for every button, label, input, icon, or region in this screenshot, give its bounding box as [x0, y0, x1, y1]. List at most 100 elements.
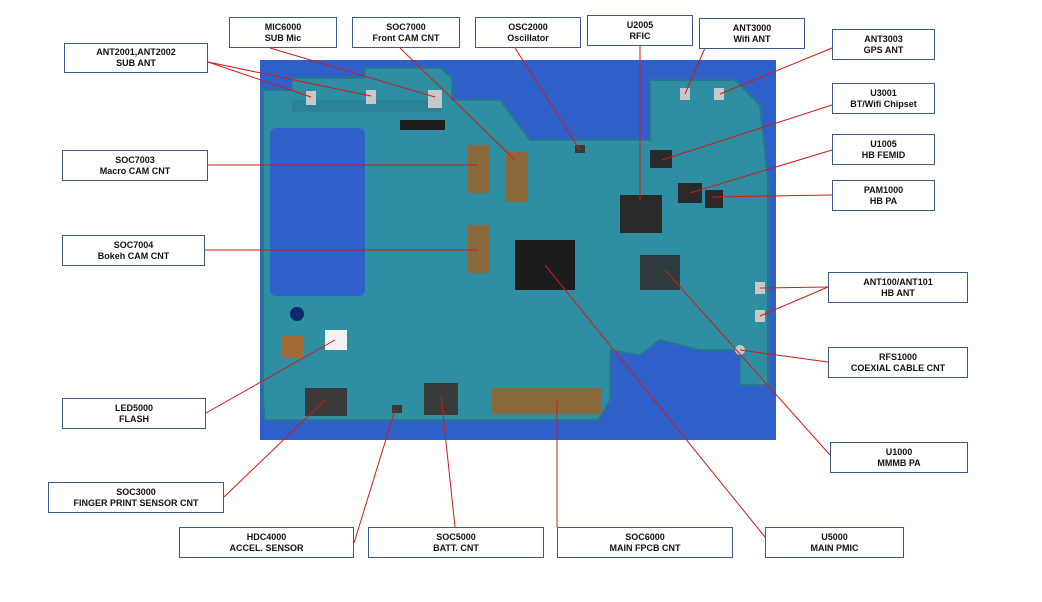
label-u5000: U5000 MAIN PMIC	[765, 527, 904, 558]
label-code: RFS1000	[878, 351, 918, 362]
label-desc: SUB ANT	[116, 58, 156, 68]
leader-flash	[205, 339, 336, 414]
label-code: SOC7004	[113, 239, 154, 250]
label-desc: GPS ANT	[863, 44, 904, 55]
leader-battery	[440, 394, 456, 528]
label-code: U2005	[626, 19, 654, 30]
leader-fingerprint	[223, 399, 326, 498]
front-cam-connector	[506, 152, 528, 202]
label-u3001: U3001 BT/Wifi Chipset	[832, 83, 935, 114]
label-desc: Bokeh CAM CNT	[97, 250, 170, 261]
leader-hbpa	[711, 194, 833, 198]
label-soc7000: SOC7000 Front CAM CNT	[352, 17, 460, 48]
ant-contact-2	[366, 90, 376, 104]
label-desc: BT/Wifi Chipset	[850, 98, 917, 109]
label-u1000: U1000 MMMB PA	[830, 442, 968, 473]
board-label-strip	[400, 120, 445, 130]
mmmbpa-chip	[640, 255, 680, 290]
wifi-chip	[650, 150, 672, 168]
label-desc: BATT. CNT	[433, 542, 479, 553]
label-code: SOC6000	[625, 531, 665, 542]
label-led5000: LED5000 FLASH	[62, 398, 206, 429]
label-ant3000: ANT3000 Wifi ANT	[699, 18, 805, 49]
hbpa-chip	[705, 190, 723, 208]
label-ant2001: ANT2001,ANT2002 SUB ANT	[64, 43, 208, 73]
label-desc: ACCEL. SENSOR	[229, 542, 304, 553]
flash-led	[325, 330, 347, 350]
leader-lines	[205, 45, 833, 544]
label-soc7004: SOC7004 Bokeh CAM CNT	[62, 235, 205, 266]
label-code: OSC2000	[508, 21, 548, 32]
leader-pmic	[544, 264, 766, 538]
label-desc: Oscillator	[507, 32, 549, 43]
label-code: ANT3000	[732, 22, 772, 33]
leader-mmmb-pa	[664, 269, 831, 456]
label-code: U1000	[885, 446, 913, 457]
label-code: SOC7000	[386, 21, 426, 32]
label-pam1000: PAM1000 HB PA	[832, 180, 935, 211]
fpcb-connector	[492, 388, 602, 414]
label-desc: MMMB PA	[877, 457, 921, 468]
label-u1005: U1005 HB FEMID	[832, 134, 935, 165]
label-code: ANT100/ANT101	[863, 276, 933, 287]
label-code: U1005	[870, 138, 897, 149]
label-desc: FINGER PRINT SENSOR CNT	[73, 497, 199, 508]
label-ant3003: ANT3003 GPS ANT	[832, 29, 935, 60]
leader-sub-ant-2	[207, 61, 372, 97]
label-code: HDC4000	[246, 531, 287, 542]
label-mic6000: MIC6000 SUB Mic	[229, 17, 337, 48]
label-desc: MAIN PMIC	[810, 542, 859, 553]
label-desc: HB FEMID	[861, 149, 906, 160]
label-desc: COEXIAL CABLE CNT	[850, 362, 946, 373]
label-osc2000: OSC2000 Oscillator	[475, 17, 581, 48]
leader-oscillator	[514, 47, 581, 151]
rfic-chip	[620, 195, 662, 233]
pcb-top-strip	[292, 100, 442, 112]
label-soc6000: SOC6000 MAIN FPCB CNT	[557, 527, 733, 558]
label-code: LED5000	[114, 402, 154, 413]
label-code: SOC7003	[115, 154, 155, 165]
macro-cam-connector	[468, 145, 490, 193]
leader-gps-ant	[719, 47, 833, 95]
label-desc: SUB Mic	[264, 32, 302, 43]
label-code: U5000	[821, 531, 848, 542]
label-ant100: ANT100/ANT101 HB ANT	[828, 272, 968, 303]
leader-wifi-chip	[661, 104, 833, 161]
fingerprint-connector	[305, 388, 347, 416]
label-desc: FLASH	[119, 413, 149, 424]
label-desc: RFIC	[629, 30, 651, 41]
leader-hb-ant-2	[759, 286, 829, 317]
bokeh-cam-connector	[468, 225, 490, 273]
label-code: ANT3003	[864, 33, 903, 44]
oscillator-chip	[575, 145, 585, 153]
label-hdc4000: HDC4000 ACCEL. SENSOR	[179, 527, 354, 558]
mount-hole	[290, 307, 304, 321]
label-code: SOC3000	[116, 486, 156, 497]
leader-wifi-ant	[684, 47, 706, 95]
label-u2005: U2005 RFIC	[587, 15, 693, 46]
leader-femid	[689, 149, 833, 194]
accel-sensor-chip	[392, 405, 402, 413]
mic-contact	[428, 90, 442, 108]
label-desc: MAIN FPCB CNT	[609, 542, 681, 553]
leader-hb-ant-1	[759, 286, 829, 289]
label-code: PAM1000	[863, 184, 904, 195]
label-code: U3001	[870, 87, 897, 98]
label-soc3000: SOC3000 FINGER PRINT SENSOR CNT	[48, 482, 224, 513]
gps-ant-contact	[714, 88, 724, 100]
label-soc5000: SOC5000 BATT. CNT	[368, 527, 544, 558]
label-soc7003: SOC7003 Macro CAM CNT	[62, 150, 208, 181]
label-desc: HB ANT	[881, 287, 915, 298]
ant-contact-1	[306, 91, 316, 105]
leader-sub-mic	[269, 47, 436, 98]
leader-sub-ant-1	[207, 61, 312, 98]
pcb-cutout	[270, 128, 365, 296]
label-desc: Macro CAM CNT	[99, 165, 171, 176]
label-desc: Front CAM CNT	[372, 32, 440, 43]
label-code: SOC5000	[436, 531, 476, 542]
label-desc: HB PA	[869, 195, 898, 206]
label-desc: Wifi ANT	[733, 33, 771, 44]
leader-coax	[739, 349, 829, 363]
label-code: MIC6000	[264, 21, 302, 32]
